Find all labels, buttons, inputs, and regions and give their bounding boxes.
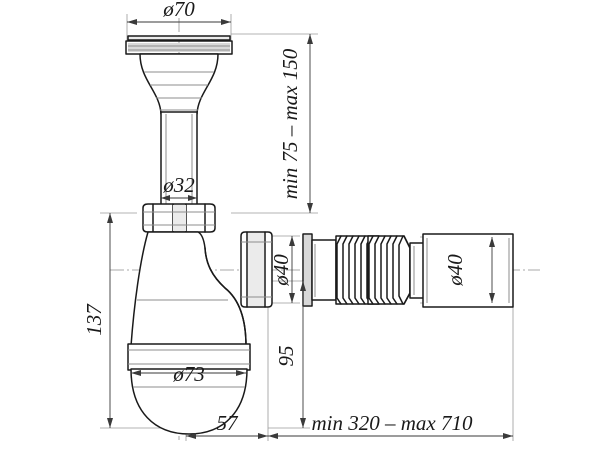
dimension-body-height: 137	[82, 213, 113, 428]
dimension-bowl-offset: 57	[186, 411, 268, 439]
dimension-flange-diameter: ø70	[127, 0, 231, 25]
bowl-cup	[127, 343, 251, 435]
inlet-tube	[160, 111, 198, 208]
label-hose-end-diameter: ø40	[443, 254, 467, 287]
dimension-hose-length-range: min 320 – max 710	[268, 411, 513, 439]
label-inlet-height-range: min 75 – max 150	[278, 48, 302, 199]
hose-mid-collar	[409, 242, 425, 299]
corrugated-section-right	[367, 235, 411, 305]
dimension-outlet-diameter: ø40	[269, 236, 295, 303]
hose-inlet-collar	[302, 233, 337, 307]
trap-body	[130, 231, 247, 347]
dimension-inlet-height-range: min 75 – max 150	[278, 34, 313, 213]
label-hose-length-range: min 320 – max 710	[312, 411, 473, 435]
inlet-funnel	[139, 53, 219, 115]
label-flange-diameter: ø70	[162, 0, 195, 21]
label-outlet-height: 95	[274, 346, 298, 367]
label-outlet-diameter: ø40	[269, 254, 293, 287]
dimension-outlet-height: 95	[274, 281, 306, 428]
label-inlet-diameter: ø32	[162, 173, 195, 197]
outlet-nut	[240, 231, 273, 308]
inlet-flange	[125, 35, 233, 55]
label-body-height: 137	[82, 303, 106, 336]
label-bowl-diameter: ø73	[172, 362, 205, 386]
label-bowl-offset: 57	[217, 411, 240, 435]
upper-compression-nut	[142, 203, 216, 233]
dimension-hose-end-diameter: ø40	[443, 237, 495, 303]
dimension-bowl-diameter: ø73	[131, 362, 246, 386]
hose-end-pipe	[422, 233, 514, 308]
dimension-inlet-diameter: ø32	[161, 173, 197, 201]
